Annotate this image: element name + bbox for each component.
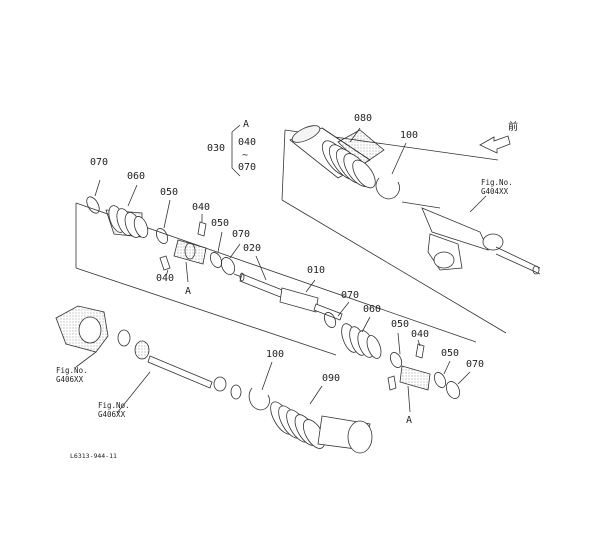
label-100-b: 100 [266,349,285,360]
seal-050-a [155,228,169,244]
drawing-code: L6313-944-11 [70,452,117,460]
snap-ring-070-b [220,257,236,275]
pin-040-c [415,343,425,359]
bellows-080 [321,140,376,189]
label-040-a: 040 [192,202,211,213]
snap-ring-100-top [375,177,400,200]
piston-rod-010 [279,287,343,321]
label-070-b: 070 [232,229,251,240]
label-070-a: 070 [90,157,109,168]
figref-leaders [75,195,487,414]
label-040-b: 040 [156,273,175,284]
group-line-1: A [243,119,250,130]
pin-040-d [387,375,397,391]
front-arrow [479,135,511,154]
bellows-090 [270,401,373,454]
frame-line [75,267,337,356]
figref-g406b-line1: Fig.No. [98,401,130,410]
frame-line [281,129,286,201]
pin-040-a [197,221,207,237]
figref-g404-line2: G404XX [481,187,509,196]
pin-040-b [159,255,171,271]
bellows-060-b [341,323,382,359]
seal-050-b [209,252,223,268]
label-090: 090 [322,373,341,384]
cylinder-housing [401,201,541,275]
label-letter-a-1: A [185,286,192,297]
snap-ring-100-bottom [248,387,270,411]
leader-lines [94,127,471,413]
figref-g406a-line1: Fig.No. [56,366,88,375]
label-080: 080 [354,113,373,124]
bellows-060-a [105,205,149,238]
snap-ring-070-d [445,381,461,399]
label-020: 020 [243,243,262,254]
figref-g406a-line2: G406XX [56,375,84,384]
label-010: 010 [307,265,326,276]
frame-line [281,199,507,334]
label-070-d: 070 [466,359,485,370]
ball-joint-b [399,365,431,391]
group-ref-030: 030 [207,143,226,154]
label-050-d: 050 [441,348,460,359]
label-100-a: 100 [400,130,419,141]
snap-ring-070-c [323,312,337,328]
label-050-a: 050 [160,187,179,198]
figref-g406b-line2: G406XX [98,410,126,419]
direction-label: 前 [508,122,518,133]
label-060-a: 060 [127,171,146,182]
group-line-3: ~ [242,150,249,161]
ball-joint-a [173,239,207,265]
seal-050-d [433,372,447,388]
label-040-c: 040 [411,329,430,340]
group-bracket [231,124,241,177]
label-060-b: 060 [363,304,382,315]
label-070-c: 070 [341,290,360,301]
snap-ring-070-a [86,196,100,214]
seal-050-c [389,352,403,368]
pinion-gear [134,340,242,400]
group-line-4: 070 [238,162,257,173]
label-050-b: 050 [211,218,230,229]
label-050-c: 050 [391,319,410,330]
label-letter-a-2: A [406,415,413,426]
group-line-2: 040 [238,137,257,148]
figref-g404-line1: Fig.No. [481,178,513,187]
gear-housing-lower [55,305,131,353]
